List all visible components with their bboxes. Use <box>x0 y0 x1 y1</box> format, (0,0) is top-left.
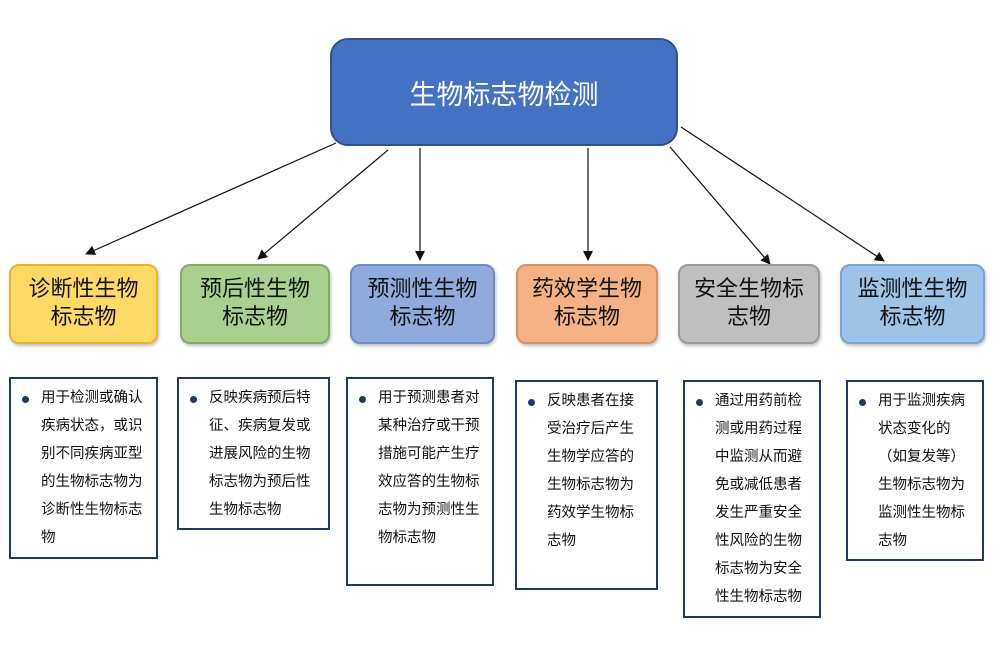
bullet-icon <box>528 399 535 406</box>
category-label: 预测性生物标志物 <box>367 277 478 330</box>
arrow-to-diagnostic <box>85 142 337 255</box>
description-text: 用于预测患者对某种治疗或干预措施可能产生疗效应答的生物标志物为预测性生物标志物 <box>378 390 480 546</box>
category-safety: 安全生物标志物 <box>678 264 820 344</box>
description-diagnostic: 用于检测或确认疾病状态，或识别不同疾病亚型的生物标志物为诊断性生物标志物 <box>9 377 158 559</box>
category-monitoring: 监测性生物标志物 <box>840 264 985 344</box>
category-prognostic: 预后性生物标志物 <box>180 264 330 344</box>
category-label: 药效学生物标志物 <box>531 277 642 330</box>
category-predictive: 预测性生物标志物 <box>350 264 495 344</box>
root-title: 生物标志物检测 <box>409 79 599 111</box>
bullet-icon <box>859 399 866 406</box>
description-text: 通过用药前检测或用药过程中监测从而避免或减低患者发生严重安全性风险的生物标志物为… <box>715 393 802 605</box>
category-label: 预后性生物标志物 <box>199 277 310 330</box>
category-diagnostic: 诊断性生物标志物 <box>9 264 158 344</box>
bullet-icon <box>359 396 366 403</box>
bullet-icon <box>22 396 29 403</box>
category-label: 安全生物标志物 <box>693 277 804 330</box>
description-prognostic: 反映疾病预后特征、疾病复发或进展风险的生物标志物为预后性生物标志物 <box>177 377 330 530</box>
category-label: 诊断性生物标志物 <box>28 277 139 330</box>
description-text: 反映疾病预后特征、疾病复发或进展风险的生物标志物为预后性生物标志物 <box>209 390 311 518</box>
bullet-icon <box>696 399 703 406</box>
category-pharmacodynamic: 药效学生物标志物 <box>516 264 658 344</box>
arrow-to-monitoring <box>680 126 885 262</box>
description-text: 用于检测或确认疾病状态，或识别不同疾病亚型的生物标志物为诊断性生物标志物 <box>41 390 143 546</box>
arrow-to-safety <box>669 146 771 265</box>
arrow-to-prognostic <box>257 149 389 260</box>
root-node: 生物标志物检测 <box>330 38 678 146</box>
description-text: 用于监测疾病状态变化的（如复发等）生物标志物为监测性生物标志物 <box>878 393 965 549</box>
category-label: 监测性生物标志物 <box>857 277 968 330</box>
bullet-icon <box>190 396 197 403</box>
description-predictive: 用于预测患者对某种治疗或干预措施可能产生疗效应答的生物标志物为预测性生物标志物 <box>346 377 494 586</box>
description-safety: 通过用药前检测或用药过程中监测从而避免或减低患者发生严重安全性风险的生物标志物为… <box>683 380 821 618</box>
description-monitoring: 用于监测疾病状态变化的（如复发等）生物标志物为监测性生物标志物 <box>846 380 984 561</box>
description-pharmacodynamic: 反映患者在接受治疗后产生生物学应答的生物标志物为药效学生物标志物 <box>515 380 658 590</box>
description-text: 反映患者在接受治疗后产生生物学应答的生物标志物为药效学生物标志物 <box>547 393 634 549</box>
